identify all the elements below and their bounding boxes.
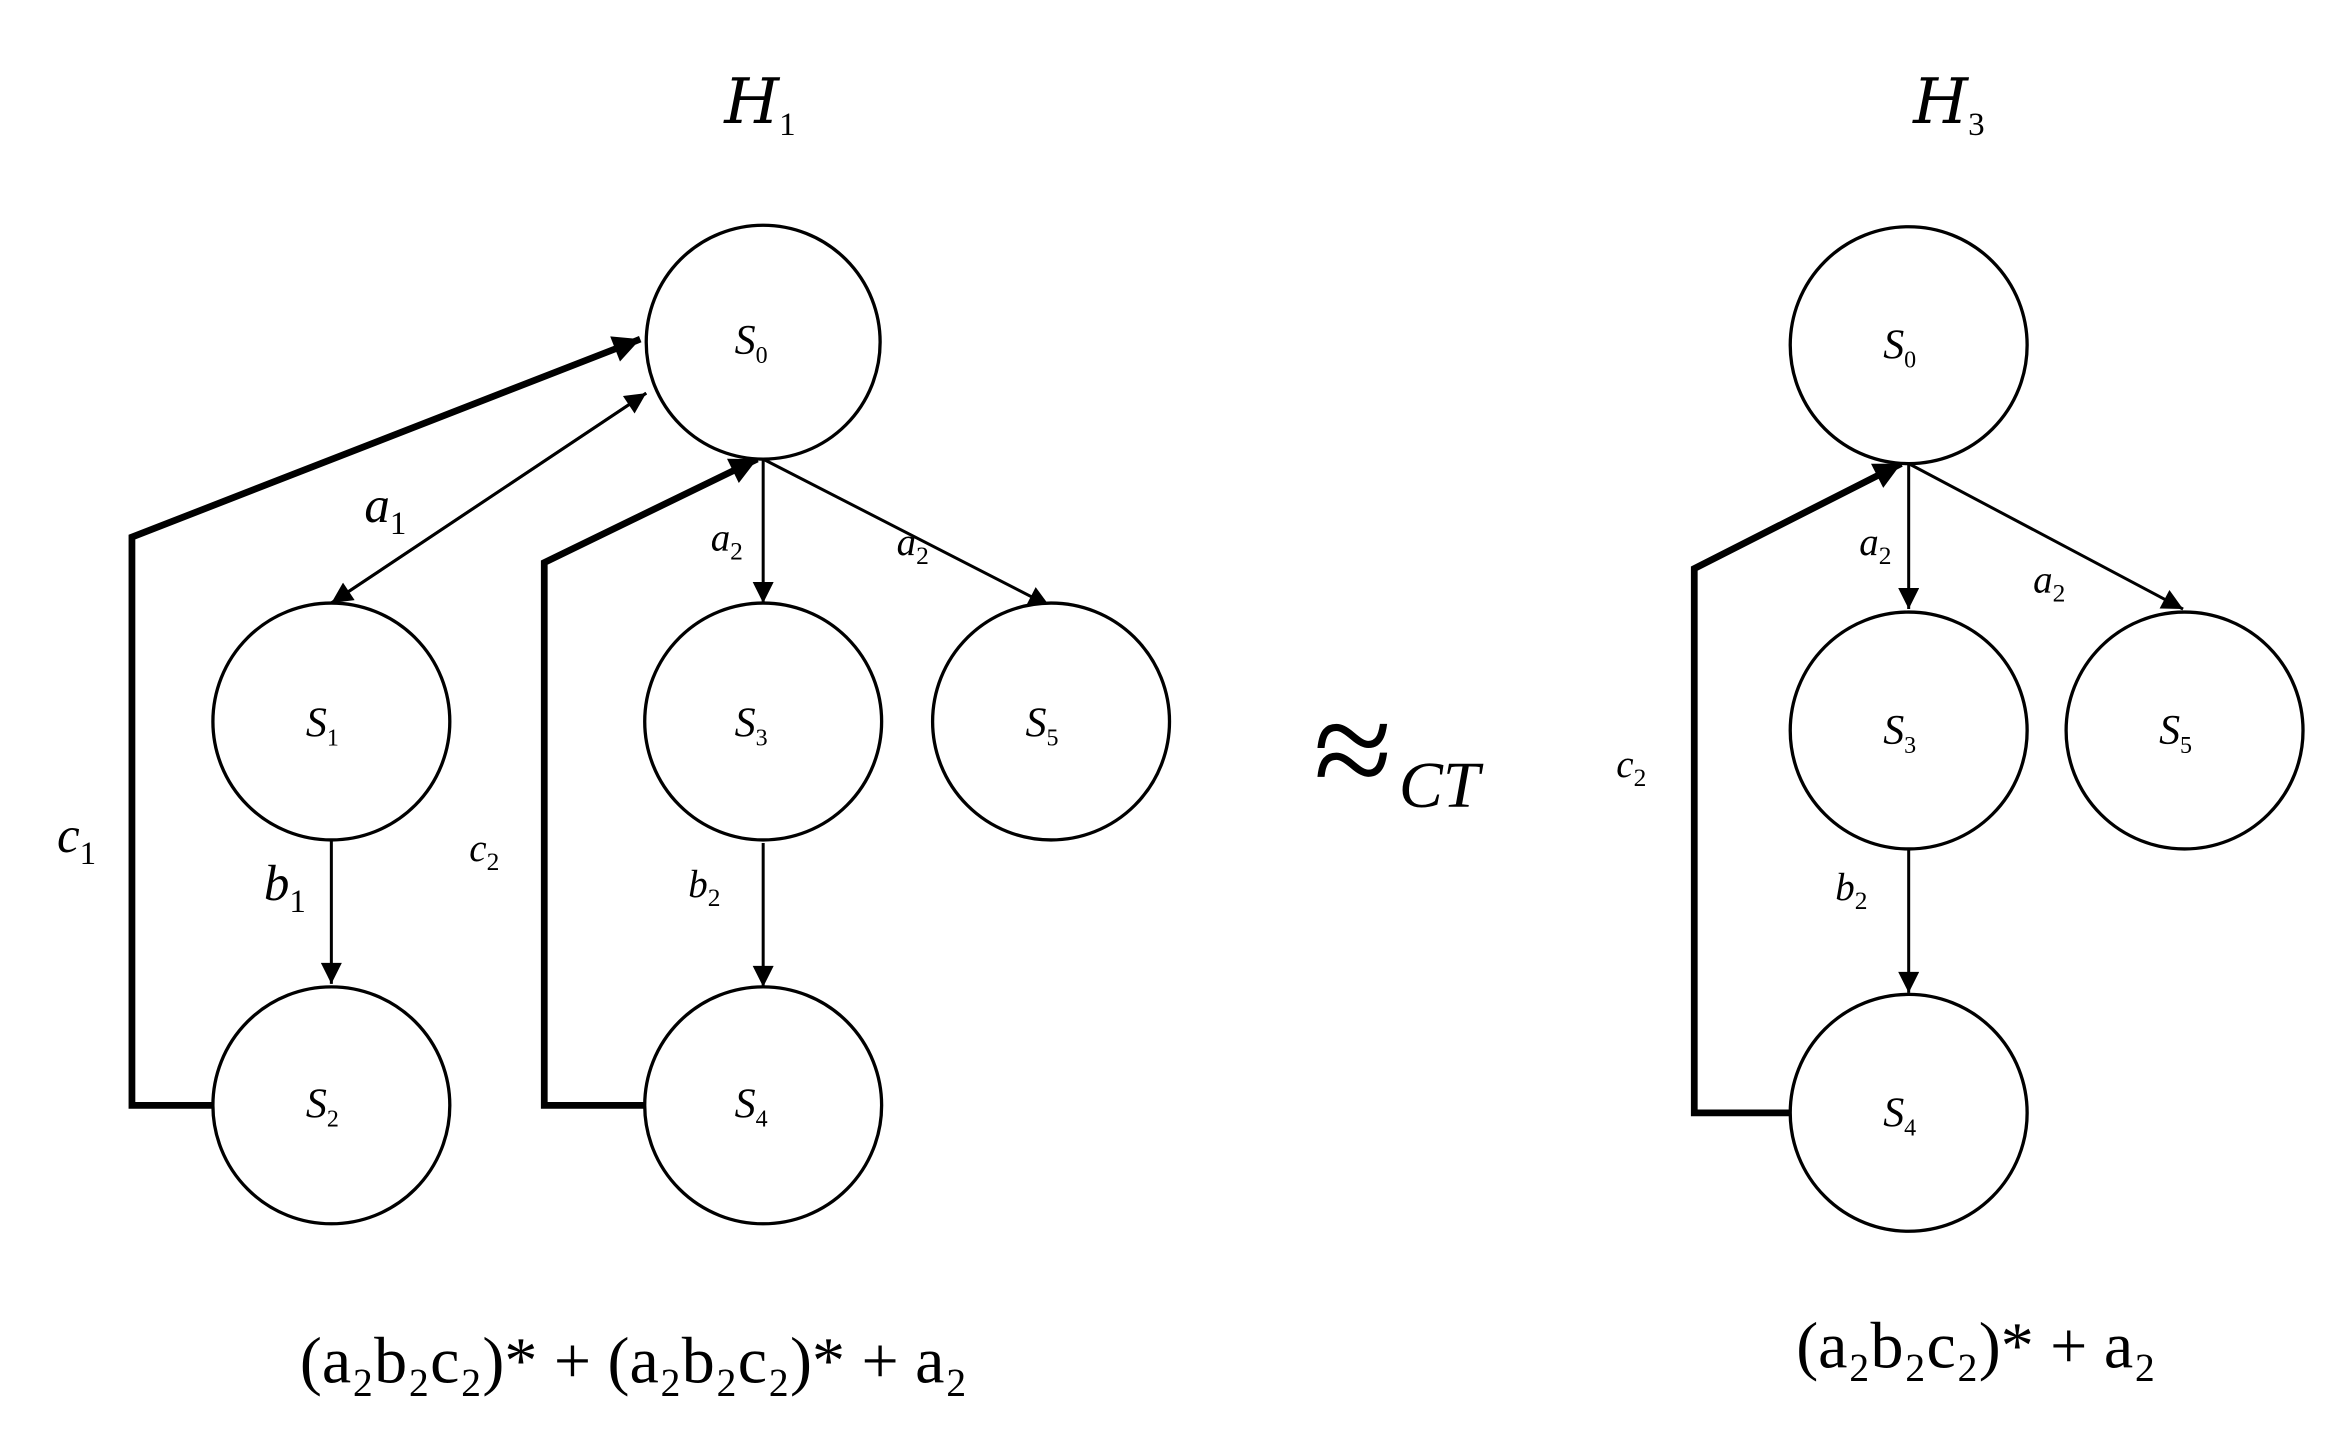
- right-graph-expression: (a₂b₂c₂)* + a₂: [1796, 1310, 2156, 1383]
- svg-text:S3: S3: [1883, 708, 1916, 759]
- edge-label-a2-s5-right: a2: [2033, 559, 2065, 608]
- edge-s2-s0: [128, 336, 642, 1109]
- right-graph: H3 a2 a2 b2 c2 S0 S3 S4 S5 (a₂b₂c₂)* + a…: [1616, 65, 2305, 1383]
- edge-label-c2-right: c2: [1616, 743, 1646, 792]
- edge-label-b2-right: b2: [1835, 866, 1867, 915]
- edge-label-b1: b1: [264, 856, 306, 920]
- edge-label-a2-s3: a2: [711, 517, 743, 566]
- node-s3: S3: [643, 601, 884, 842]
- left-graph-title: H1: [723, 65, 795, 143]
- edge-label-a1: a1: [364, 478, 406, 542]
- node-s1: S1: [211, 601, 452, 842]
- svg-text:S3: S3: [735, 700, 768, 751]
- edge-label-b2: b2: [688, 863, 720, 912]
- edge-s0-s5-right: [1907, 462, 2184, 611]
- node-s5-right: S5: [2064, 610, 2305, 851]
- node-s4: S4: [643, 985, 884, 1226]
- svg-text:S5: S5: [2159, 708, 2192, 759]
- svg-text:S1: S1: [306, 700, 339, 751]
- node-s2: S2: [211, 985, 452, 1226]
- svg-text:S4: S4: [735, 1081, 768, 1132]
- relation: ≈ CT: [1313, 671, 1483, 830]
- edge-s0-s5: [762, 457, 1051, 608]
- node-s0-right: S0: [1788, 225, 2029, 466]
- node-s0: S0: [644, 223, 882, 461]
- right-graph-title: H3: [1912, 65, 1984, 143]
- node-s3-right: S3: [1788, 610, 2029, 851]
- relation-symbol: ≈: [1313, 671, 1392, 830]
- svg-text:S5: S5: [1026, 700, 1059, 751]
- svg-text:S0: S0: [735, 318, 768, 369]
- svg-text:S2: S2: [306, 1081, 339, 1132]
- edge-label-c1: c1: [57, 808, 96, 872]
- left-graph: H1 a1 b1 c1 a2 a2 b2 c2 S0 S1 S2: [57, 65, 1172, 1398]
- node-s4-right: S4: [1788, 992, 2029, 1233]
- svg-text:S4: S4: [1883, 1090, 1916, 1141]
- edge-label-a2-s3-right: a2: [1859, 521, 1891, 570]
- node-s5: S5: [930, 601, 1172, 842]
- edge-s4-s0: [540, 456, 759, 1109]
- edge-label-c2: c2: [469, 827, 499, 876]
- svg-text:S0: S0: [1883, 323, 1916, 374]
- edge-s1-s0-head: [330, 391, 648, 605]
- relation-subscript: CT: [1399, 749, 1484, 822]
- edge-s4-s0-right: [1690, 460, 1903, 1117]
- edge-label-a2-s5: a2: [897, 521, 929, 570]
- left-graph-expression: (a₂b₂c₂)* + (a₂b₂c₂)* + a₂: [300, 1325, 968, 1398]
